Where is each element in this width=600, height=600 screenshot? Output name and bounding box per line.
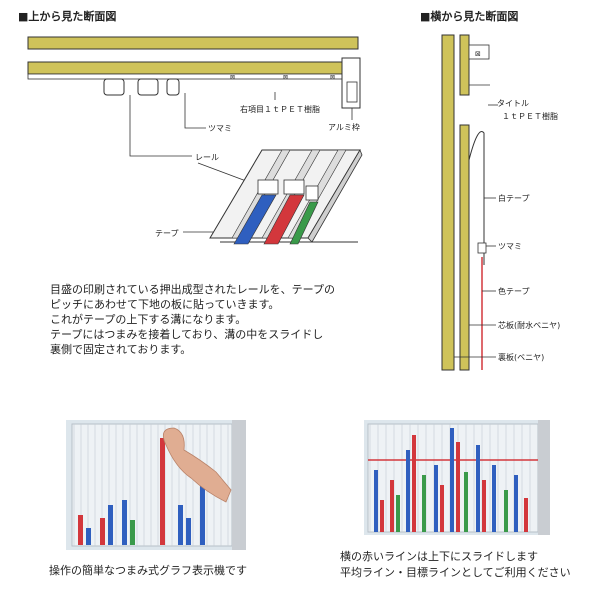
- top-view-rail-strip: [27, 73, 359, 80]
- knob-label: ツマミ: [208, 124, 232, 133]
- left-photo-caption: 操作の簡単なつまみ式グラフ表示機です: [49, 564, 247, 577]
- hand-shape: [162, 427, 232, 503]
- svg-text:⊠: ⊠: [230, 74, 235, 81]
- svg-text:⊠: ⊠: [475, 50, 481, 58]
- left-photo: [66, 420, 246, 550]
- side-knob-label: ツマミ: [498, 242, 522, 251]
- back-board-shape: [441, 34, 455, 371]
- top-view-title-board: [27, 36, 359, 50]
- svg-text:⊠: ⊠: [330, 74, 335, 81]
- right-photo-caption-line-2: 平均ライン・目標ラインとしてご利用ください: [340, 566, 571, 579]
- blue-tape: [233, 194, 277, 245]
- rail-tape-illustration: [209, 149, 363, 245]
- description-line: ピッチにあわせて下地の板に貼っていきます。: [50, 298, 280, 311]
- knob-shape-1: [103, 78, 125, 96]
- right-photo-caption-line-1: 横の赤いラインは上下にスライドします: [340, 550, 538, 563]
- svg-text:⊠: ⊠: [283, 74, 288, 81]
- top-view-diagram: ⊠ ⊠ ⊠: [27, 36, 363, 245]
- core-board-label: 芯板(耐水ベニヤ): [498, 321, 561, 330]
- knob-shape-3: [166, 78, 180, 96]
- red-tape: [263, 194, 305, 245]
- white-tape-label: 白テープ: [498, 194, 530, 203]
- core-board-shape: [459, 124, 470, 371]
- rail-label: レール: [195, 153, 219, 162]
- color-tape-label: 色テープ: [498, 287, 530, 296]
- tape-label: テープ: [155, 229, 179, 238]
- white-tape-curve: [468, 131, 485, 265]
- title-label: タイトル: [497, 99, 529, 108]
- description-line: これがテープの上下する溝になります。: [50, 313, 247, 326]
- description-text: 目盛の印刷されている押出成型されたレールを、テープの ピッチにあわせて下地の板に…: [50, 282, 335, 357]
- right-item-label: 右項目１ｔＰＥＴ樹脂: [240, 105, 320, 114]
- right-photo: [364, 420, 550, 535]
- knob-shape-2: [137, 78, 159, 96]
- green-tape: [289, 201, 319, 245]
- back-board-label: 裏板(ベニヤ): [498, 353, 545, 362]
- description-line: 目盛の印刷されている押出成型されたレールを、テープの: [50, 283, 336, 296]
- top-view-heading: ■上から見た断面図: [18, 10, 117, 23]
- title-material-label: １ｔＰＥＴ樹脂: [502, 112, 558, 121]
- description-line: 裏側で固定されております。: [50, 343, 192, 356]
- aluminum-frame-label: アルミ枠: [328, 123, 360, 132]
- side-view-diagram: ⊠: [441, 34, 498, 371]
- side-view-heading: ■横から見た断面図: [420, 10, 519, 23]
- top-view-main-board: [27, 61, 359, 75]
- description-line: テープにはつまみを接着しており、溝の中をスライドし: [50, 328, 324, 341]
